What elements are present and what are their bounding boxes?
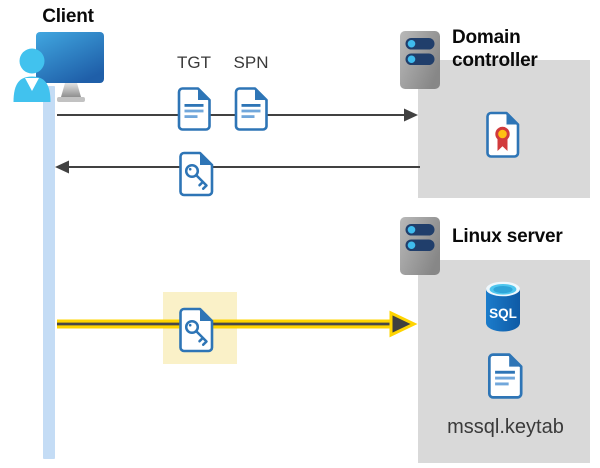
domain-controller-server-icon (399, 30, 441, 90)
keytab-document-icon (486, 352, 524, 400)
client-timeline (43, 86, 55, 459)
linux-server-label: Linux server (452, 226, 563, 247)
linux-server-server-icon (399, 216, 441, 276)
keytab-key-document-icon (177, 306, 218, 354)
keytab-filename-label: mssql.keytab (447, 416, 564, 438)
svg-text:SQL: SQL (489, 306, 517, 321)
user-at-computer-icon (12, 28, 112, 106)
spn-document-icon (233, 86, 269, 132)
sql-database-icon: SQL (484, 280, 522, 333)
client-label: Client (42, 6, 94, 27)
certificate-icon (484, 110, 524, 160)
response-arrow (55, 160, 420, 174)
spn-label: SPN (233, 53, 269, 72)
domain-controller-label: Domain controller (452, 27, 538, 71)
tgt-document-icon (176, 86, 212, 132)
service-ticket-key-document-icon (177, 150, 218, 198)
tgt-label: TGT (177, 53, 211, 72)
